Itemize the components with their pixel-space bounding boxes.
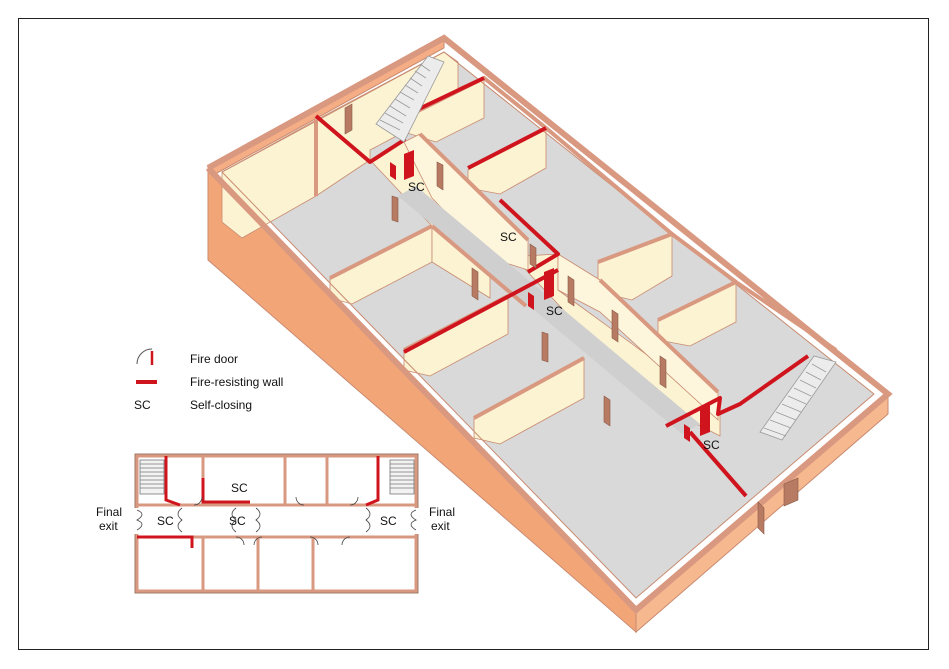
legend-fire-door-label: Fire door (190, 352, 238, 366)
fire-wall-corridor-diag (498, 198, 560, 274)
room-doors (344, 103, 799, 535)
plan-sc-label: SC (229, 514, 246, 528)
fire-door (404, 150, 414, 180)
fire-resisting-walls (314, 76, 810, 498)
sc-label: SC (408, 180, 425, 194)
plan-sc-label: SC (380, 514, 397, 528)
outer-wall-top-inner (221, 51, 875, 599)
door (659, 355, 667, 389)
sc-label: SC (500, 230, 517, 244)
isometric-building: SC SC SC SC (205, 34, 893, 634)
door (436, 161, 444, 191)
fire-door (544, 268, 554, 300)
plan-stair-left (139, 459, 165, 495)
plan-sc-label: SC (157, 514, 174, 528)
fire-door-symbol (136, 348, 154, 365)
stair-upper (375, 55, 445, 143)
corridor-floor (398, 186, 700, 434)
fire-door (528, 292, 534, 310)
final-exit-left-label: exit (99, 519, 118, 533)
fire-wall-corridor-mid (403, 268, 559, 354)
outer-wall-top (205, 34, 893, 615)
plan-sc-label: SC (231, 481, 248, 495)
fire-wall-lower (688, 430, 748, 498)
door (567, 275, 575, 307)
floor (222, 52, 874, 598)
door (783, 477, 799, 507)
final-exit-right-label: Final (429, 505, 455, 519)
plan-door-swings (136, 496, 417, 546)
sc-label: SC (703, 438, 720, 452)
legend-fire-wall-label: Fire-resisting wall (190, 375, 283, 389)
door (471, 267, 479, 301)
floor-plan: Final exit Final exit SC SC SC SC (96, 453, 455, 594)
diagram-frame (18, 18, 929, 650)
door (757, 501, 765, 535)
fire-doors (390, 150, 710, 442)
final-exit-left-label: Final (96, 505, 122, 519)
plan-fire-walls (137, 456, 380, 548)
final-exit-right-label: exit (431, 519, 450, 533)
fire-wall-corridor-upper (467, 126, 547, 170)
fire-door (700, 404, 710, 436)
legend: Fire door Fire-resisting wall SC Self-cl… (134, 348, 283, 412)
legend-sc-label: Self-closing (190, 398, 252, 412)
plan-stair-right (389, 459, 415, 495)
door (541, 331, 549, 363)
fire-door (684, 424, 690, 442)
fire-door (390, 162, 396, 180)
door (344, 103, 353, 135)
door (611, 309, 619, 343)
door (529, 243, 537, 269)
legend-sc-symbol: SC (134, 398, 151, 412)
sc-label: SC (546, 304, 563, 318)
stair-lower (759, 355, 837, 441)
door (603, 395, 611, 427)
door (391, 195, 399, 223)
